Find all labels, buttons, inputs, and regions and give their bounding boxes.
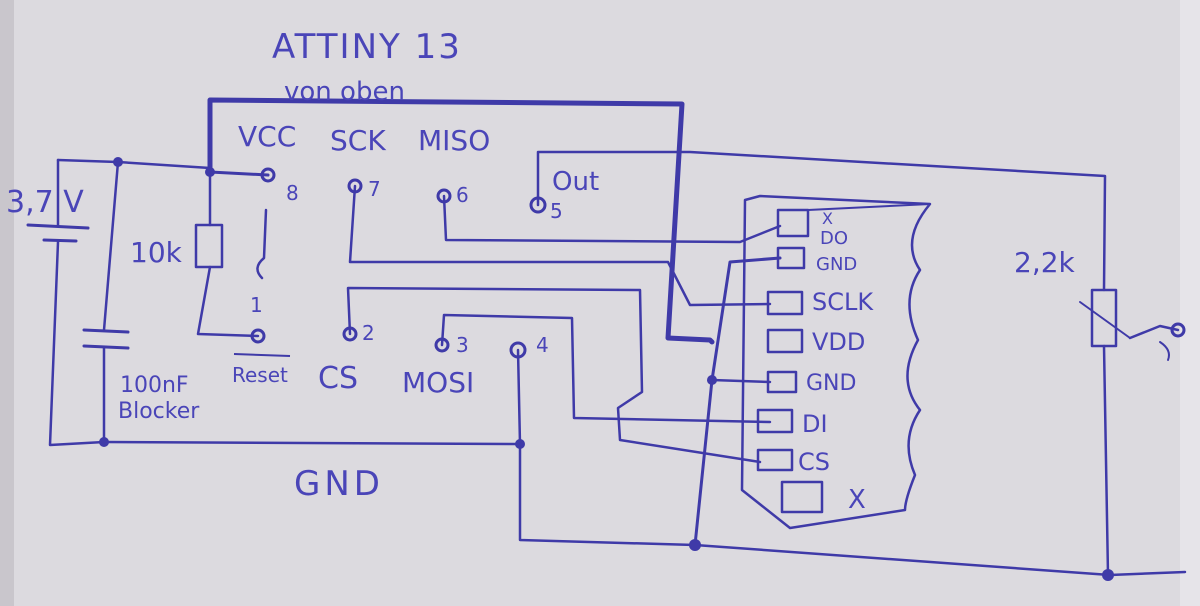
pin8-label: 8 <box>286 181 299 205</box>
paper-left-edge <box>0 0 14 606</box>
gnd-rail-wire <box>102 440 1187 577</box>
mosi-wire <box>440 313 772 424</box>
pin-2 <box>342 326 358 342</box>
sd-gnd2-wire <box>710 378 772 384</box>
sd-gnd1-label: GND <box>816 254 857 275</box>
sd-x-top-label: X <box>822 209 833 228</box>
vcc-label: VCC <box>238 120 296 153</box>
pin1-label: 1 <box>250 293 263 317</box>
sd-vdd-label: VDD <box>812 328 865 356</box>
pin-8 <box>260 167 276 183</box>
sd-cs-label: CS <box>798 448 830 476</box>
cs-wire <box>346 286 762 464</box>
resistor-10k-label: 10k <box>130 236 183 269</box>
sd-pad-sclk <box>766 290 804 316</box>
reset-label: Reset <box>232 363 288 387</box>
pin-3 <box>434 337 450 353</box>
vcc-rail-wire <box>207 97 715 345</box>
pin6-label: 6 <box>456 183 469 207</box>
vcc-to-pin8-wire <box>208 170 270 177</box>
sd-pad-x-top <box>776 208 810 238</box>
resistor-10k-to-reset-wire <box>196 265 260 338</box>
cs-label: CS <box>318 361 358 396</box>
pin4-gnd-wire <box>516 348 522 446</box>
sd-pad-x-bottom <box>780 480 824 514</box>
junction-gnd2 <box>707 375 717 385</box>
sd-gnd2-label: GND <box>806 371 856 396</box>
battery-lower-wire <box>48 240 106 447</box>
sd-x-bottom-label: X <box>848 485 866 515</box>
junction-gnd-sd <box>689 539 701 551</box>
junction-gnd-pin4 <box>515 439 525 449</box>
junction-gnd-cap <box>99 437 109 447</box>
junction-battery-top <box>113 157 123 167</box>
out-label: Out <box>552 167 599 197</box>
junction-vcc <box>205 167 215 177</box>
pin2-label: 2 <box>362 321 375 345</box>
resistor-2k2-lower-wire <box>1102 344 1110 577</box>
mosi-label: MOSI <box>402 366 474 399</box>
reset-overbar <box>233 353 291 357</box>
resistor-2k2-arrow <box>1079 301 1131 339</box>
wires <box>26 97 1187 577</box>
sd-do-label: DO <box>820 228 848 249</box>
sck-label: SCK <box>330 124 386 157</box>
sd-gnd-trunk <box>693 256 782 547</box>
capacitor-role-label: Blocker <box>118 399 200 424</box>
pin-1 <box>250 328 266 344</box>
capacitor-bottom-plate <box>82 344 130 350</box>
junctions <box>99 157 1114 581</box>
sd-di-label: DI <box>802 410 828 438</box>
pin-7 <box>347 178 363 194</box>
capacitor-value-label: 100nF <box>120 373 189 398</box>
sck-wire <box>348 184 772 307</box>
resistor-2k2-label: 2,2k <box>1014 246 1076 279</box>
pin4-label: 4 <box>536 333 549 357</box>
pin-6 <box>436 188 452 204</box>
miso-wire <box>442 194 782 244</box>
paper-right-edge <box>1180 0 1200 606</box>
miso-label: MISO <box>418 124 490 157</box>
sd-sclk-label: SCLK <box>812 288 874 316</box>
sd-card-outline <box>740 194 932 530</box>
output-terminal <box>1170 322 1186 338</box>
labels: ATTINY 13 von oben VCC SCK MISO Out 8 7 … <box>6 27 1076 515</box>
pin-5 <box>529 196 547 214</box>
battery-long-plate <box>26 223 90 230</box>
sd-pad-gnd1 <box>776 246 806 270</box>
sd-pad-vdd <box>766 328 804 354</box>
sd-pad-gnd2 <box>766 370 798 394</box>
title-label: ATTINY 13 <box>272 27 462 67</box>
sd-pad-di <box>756 408 794 434</box>
pin7-label: 7 <box>368 177 381 201</box>
capacitor-top-plate <box>82 328 130 334</box>
pins <box>250 167 1186 359</box>
junction-2k2 <box>1102 569 1114 581</box>
cap-top-wire <box>102 160 120 332</box>
output-terminal-wire-2 <box>1159 341 1170 361</box>
pin5-label: 5 <box>550 199 563 223</box>
pin-4 <box>509 341 527 359</box>
voltage-label: 3,7 V <box>6 185 84 220</box>
pin3-label: 3 <box>456 333 469 357</box>
out-wire <box>536 150 1107 292</box>
sd-pad-cs <box>756 448 794 472</box>
sd-x-top-wire <box>807 203 931 211</box>
reset-switch-wire <box>256 208 268 280</box>
battery-short-plate <box>42 238 78 243</box>
subtitle-label: von oben <box>284 77 405 107</box>
gnd-label: GND <box>294 464 384 504</box>
